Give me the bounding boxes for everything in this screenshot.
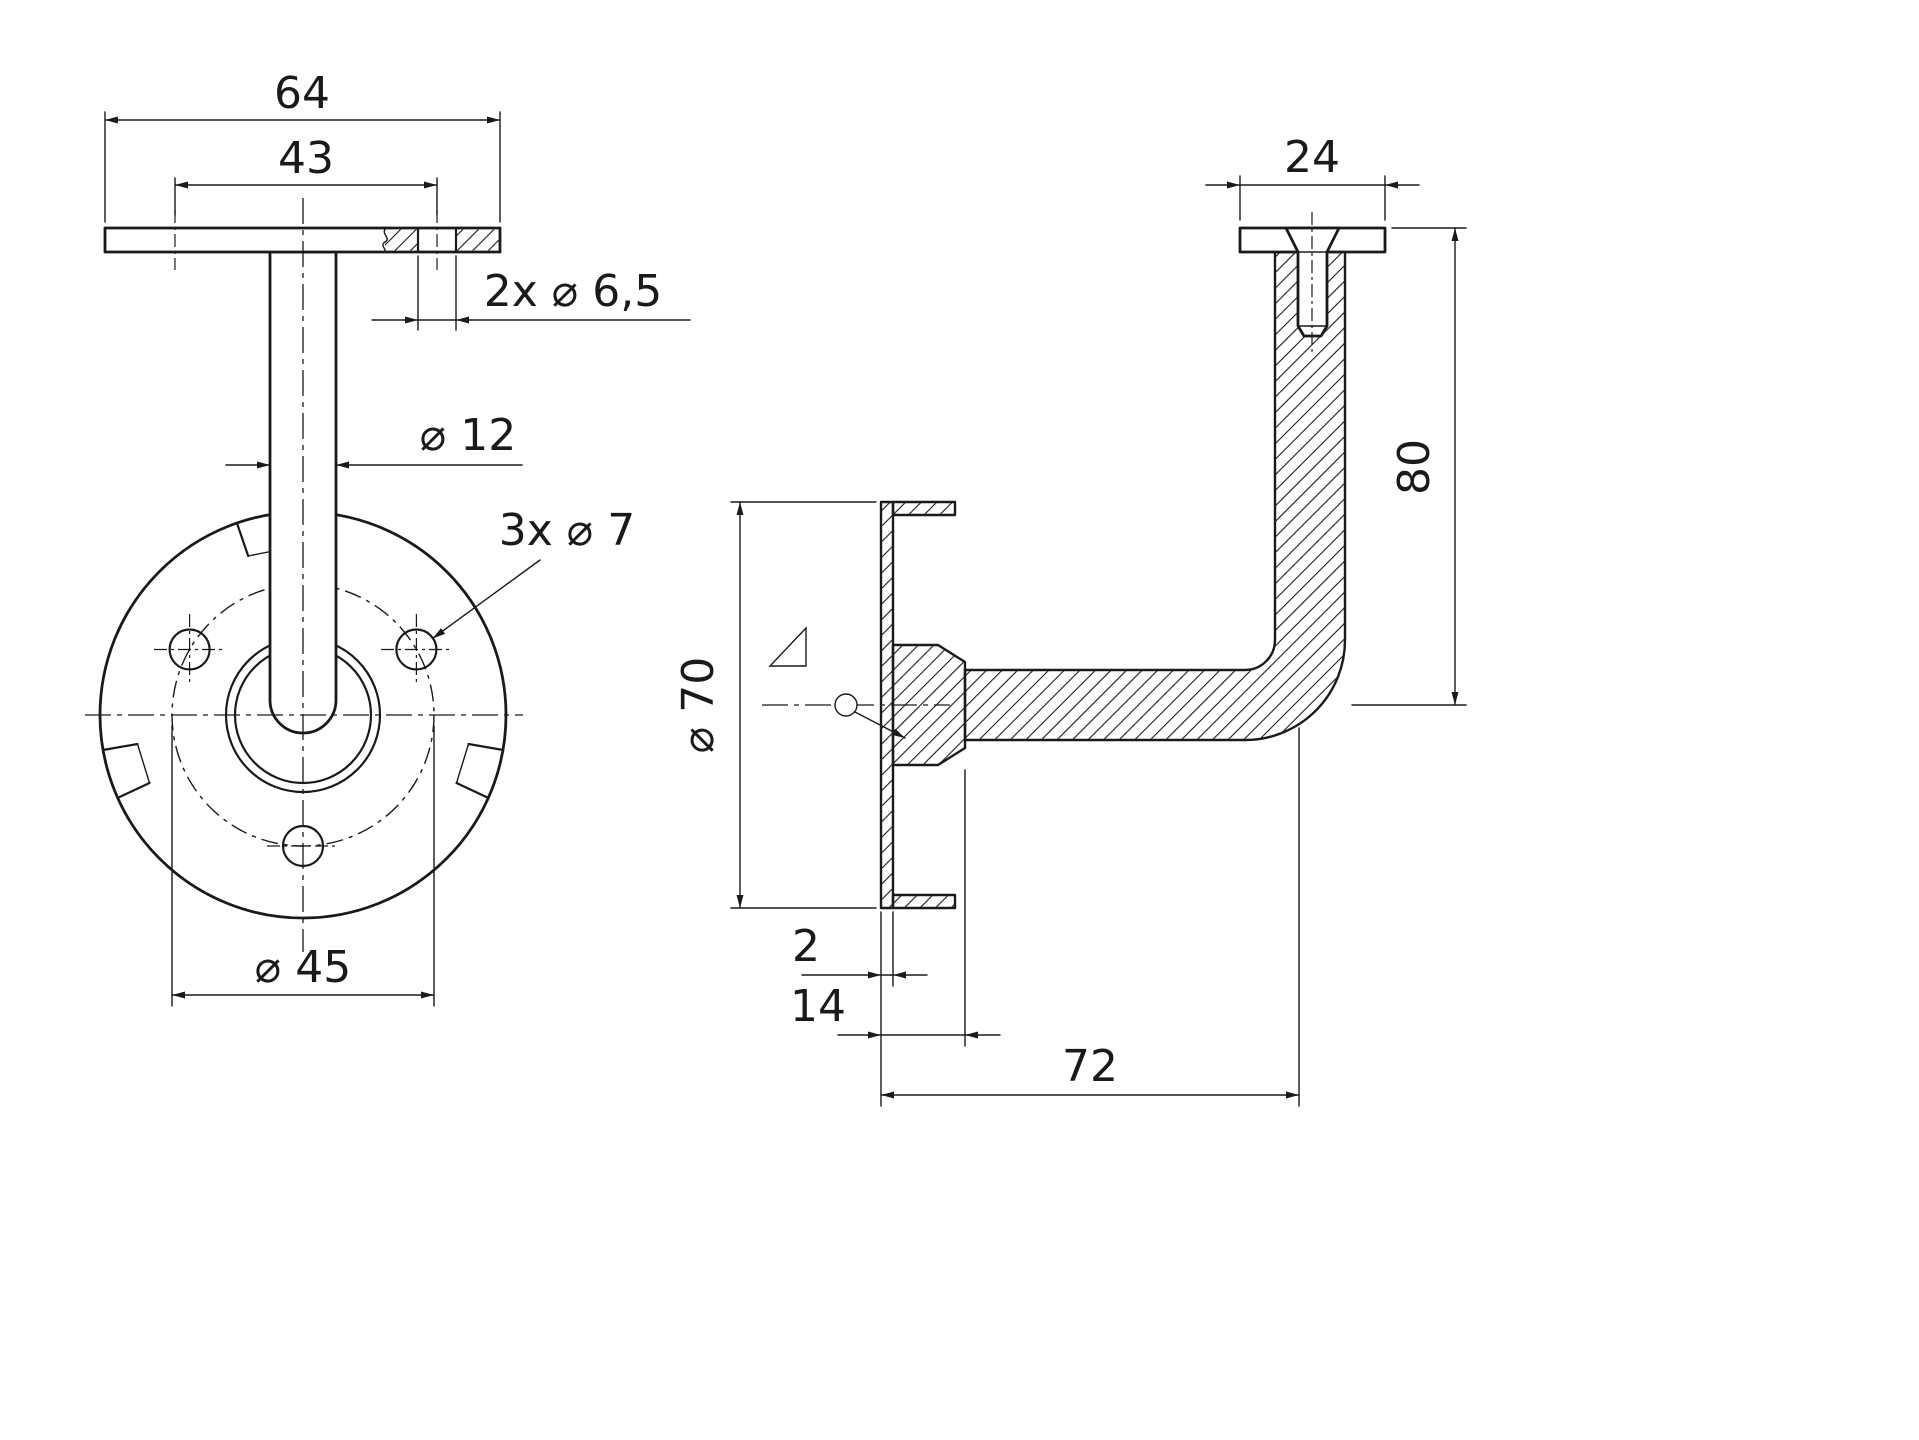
dim-projection-label: 72 [1062,1041,1118,1092]
dimension-flange-holes: 3x ⌀ 7 [431,505,636,640]
dim-flange-diameter-label: ⌀ 70 [673,657,724,753]
dimension-projection: 72 [880,727,1300,1107]
front-view [85,198,523,952]
dim-plate-width-label: 64 [274,68,330,119]
dimension-bolt-circle: ⌀ 45 [171,725,435,1007]
dim-flange-depth-label: 14 [790,981,846,1032]
dimension-plate-width: 64 [104,68,501,223]
dim-bolt-circle-label: ⌀ 45 [255,942,351,993]
front-centerlines [85,198,523,952]
dimension-flange-diameter: ⌀ 70 [673,501,877,909]
dimension-arm-diameter: ⌀ 12 [225,410,523,469]
surface-finish-symbol [768,626,906,739]
dimension-plate-holes: 2x ⌀ 6,5 [371,255,691,331]
dimension-height: 80 [1351,227,1467,706]
countersunk-screw [1284,226,1341,338]
side-centerlines [762,212,1313,706]
dim-hole-spacing-label: 43 [278,133,334,184]
dimension-plate-thickness: 2 [792,911,928,1107]
dim-top-plate-width-label: 24 [1284,132,1340,183]
side-view [762,212,1387,910]
dimensions: 64 43 2x ⌀ 6,5 ⌀ 12 [104,68,1467,1107]
dim-flange-holes-label: 3x ⌀ 7 [499,505,636,556]
dim-plate-thickness-label: 2 [792,921,820,972]
dim-arm-diameter-label: ⌀ 12 [420,410,516,461]
dim-height-label: 80 [1389,439,1440,495]
leader-circle-symbol [834,693,858,717]
dimension-flange-depth: 14 [790,769,1001,1047]
dimension-top-plate-width: 24 [1205,132,1420,221]
dimension-hole-spacing: 43 [174,133,438,216]
dim-plate-holes-label: 2x ⌀ 6,5 [484,266,662,317]
arm-section [963,250,1347,742]
break-line [382,227,388,253]
wall-flange-section [879,500,967,910]
